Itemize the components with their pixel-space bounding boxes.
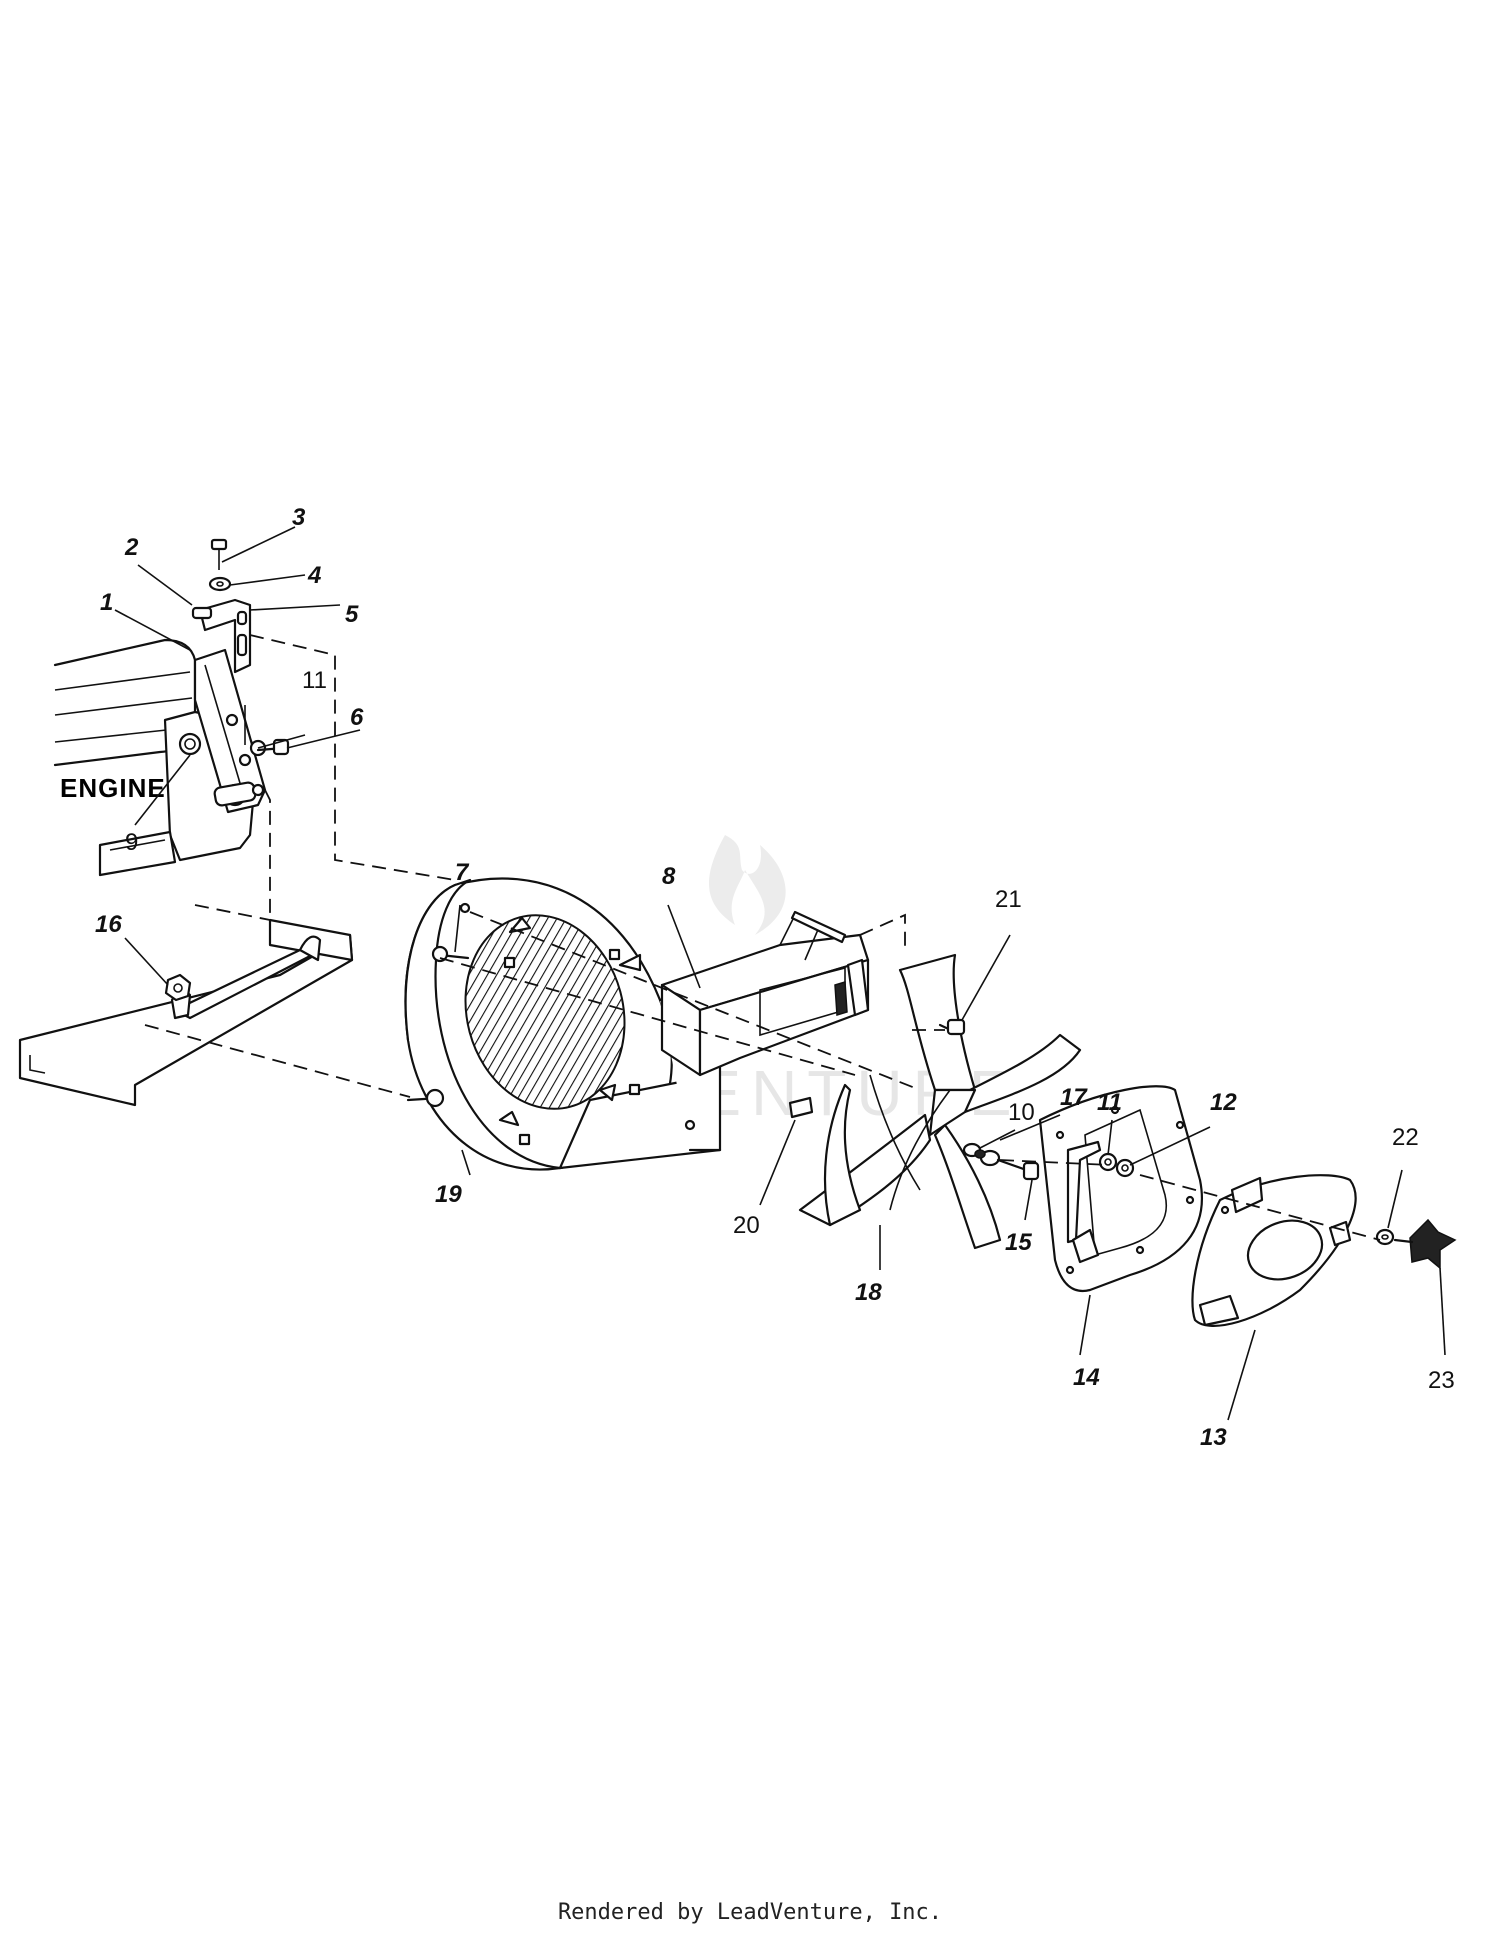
callout-8: 8 xyxy=(662,863,676,890)
callout-21: 21 xyxy=(995,886,1022,913)
part-6-bolt xyxy=(256,738,290,756)
part-14-nut xyxy=(164,973,192,1002)
callout-9: 9 xyxy=(125,829,138,856)
alignment-lines xyxy=(144,634,1381,1241)
callout-20: 20 xyxy=(733,1212,760,1239)
part-8-chute-adapter xyxy=(660,910,870,1077)
leader-lines xyxy=(114,526,1446,1421)
callout-18: 18 xyxy=(855,1279,882,1306)
callout-6: 6 xyxy=(350,704,364,731)
part-4-washer xyxy=(208,576,232,592)
engine: ENGINE xyxy=(53,638,257,877)
part-21-bolt xyxy=(938,1018,966,1036)
callout-5: 5 xyxy=(345,601,359,628)
callout-7: 7 xyxy=(455,859,470,886)
part-23-knob xyxy=(1393,1218,1457,1270)
callout-4: 4 xyxy=(307,562,321,589)
callout-3: 3 xyxy=(292,504,306,531)
part-9-nut xyxy=(178,732,202,756)
part-3-bolt xyxy=(210,538,228,570)
callout-labels: 3 2 4 1 5 11 6 9 16 7 8 21 19 20 18 10 1… xyxy=(95,504,1455,1451)
part-5-bracket xyxy=(198,598,252,674)
base-plate xyxy=(18,918,354,1107)
part-1-support-arm xyxy=(193,648,267,814)
part-18-impeller xyxy=(798,953,1082,1250)
footer-credit: Rendered by LeadVenture, Inc. xyxy=(557,1900,943,1925)
callout-22: 22 xyxy=(1392,1124,1419,1151)
callout-19: 19 xyxy=(435,1181,462,1208)
part-12-nut xyxy=(1115,1158,1135,1178)
callout-13: 13 xyxy=(1200,1424,1227,1451)
part-19-screw xyxy=(406,1088,445,1108)
callout-16: 15 xyxy=(1005,1229,1032,1256)
callout-1: 1 xyxy=(100,589,113,616)
part-22-washer xyxy=(1375,1228,1395,1246)
callout-23: 23 xyxy=(1428,1367,1455,1394)
part-20-key xyxy=(788,1096,814,1119)
part-7-screw xyxy=(431,945,470,963)
callout-11-top: 11 xyxy=(302,667,327,694)
part-17-lockwasher xyxy=(974,1149,986,1159)
part-11-nut-cover xyxy=(1098,1152,1118,1172)
part-13-intake-plate xyxy=(1191,1174,1357,1327)
engine-label: ENGINE xyxy=(60,773,166,803)
callout-12: 12 xyxy=(1210,1089,1237,1116)
part-15-cover-plate xyxy=(1038,1085,1203,1293)
callout-11-cover: 11 xyxy=(1097,1089,1122,1116)
part-16-bolt xyxy=(996,1158,1040,1181)
callout-17: 17 xyxy=(1060,1084,1088,1111)
callout-10: 10 xyxy=(1008,1099,1035,1126)
callout-14: 16 xyxy=(95,911,122,938)
part-2-clip xyxy=(191,606,213,620)
callout-2: 2 xyxy=(124,534,139,561)
callout-15: 14 xyxy=(1073,1364,1100,1391)
